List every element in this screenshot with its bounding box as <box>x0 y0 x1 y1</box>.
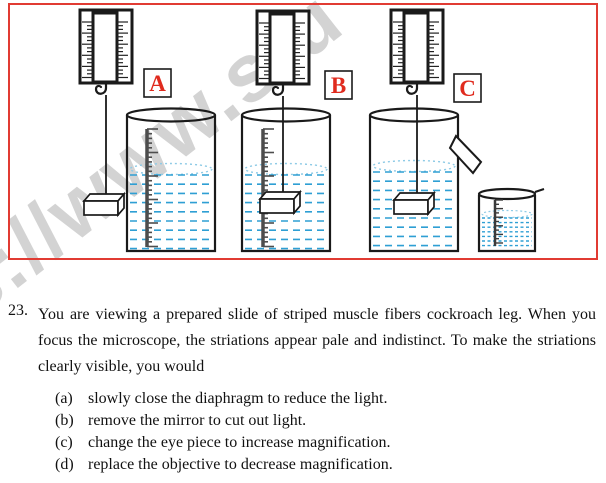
label-a: A <box>143 68 172 98</box>
setup-b: B <box>240 9 353 253</box>
water-surface-small <box>481 209 533 219</box>
block-c <box>393 192 435 215</box>
overflow-spout <box>448 134 483 175</box>
ruler-a <box>145 128 158 248</box>
water-small <box>482 217 532 247</box>
label-b: B <box>324 70 353 100</box>
ruler-b <box>261 128 274 248</box>
label-c: C <box>453 73 482 103</box>
option-c-label: (c) <box>55 434 73 451</box>
eureka-can <box>368 107 460 253</box>
water-a <box>130 174 212 250</box>
figure-panel: A B <box>8 3 598 260</box>
water-surface-a <box>129 162 213 176</box>
water-surface-b <box>244 162 328 176</box>
water-surface-c <box>372 159 456 173</box>
setup-a: A <box>78 8 217 253</box>
option-a-label: (a) <box>55 390 73 407</box>
collecting-beaker <box>477 187 545 253</box>
svg-text:B: B <box>331 73 346 98</box>
question-number: 23. <box>8 302 28 319</box>
option-d-text: replace the objective to decrease magnif… <box>88 456 393 473</box>
block-a <box>83 193 125 216</box>
svg-text:C: C <box>459 76 476 101</box>
ruler-small <box>493 199 503 246</box>
option-d-label: (d) <box>55 456 74 473</box>
option-a-text: slowly close the diaphragm to reduce the… <box>88 390 388 407</box>
question-text: You are viewing a prepared slide of stri… <box>38 306 596 375</box>
answer-options: (a) slowly close the diaphragm to reduce… <box>55 388 393 476</box>
option-c-text: change the eye piece to increase magnifi… <box>88 434 391 451</box>
setup-c: C <box>368 8 545 253</box>
option-b-label: (b) <box>55 412 74 429</box>
experiment-diagram: A B <box>78 8 545 253</box>
pour-lip <box>534 188 545 193</box>
option-b-text: remove the mirror to cut out light. <box>88 412 307 429</box>
svg-text:A: A <box>149 71 166 96</box>
question-23: 23. You are viewing a prepared slide of … <box>8 302 598 380</box>
block-b <box>259 191 301 214</box>
